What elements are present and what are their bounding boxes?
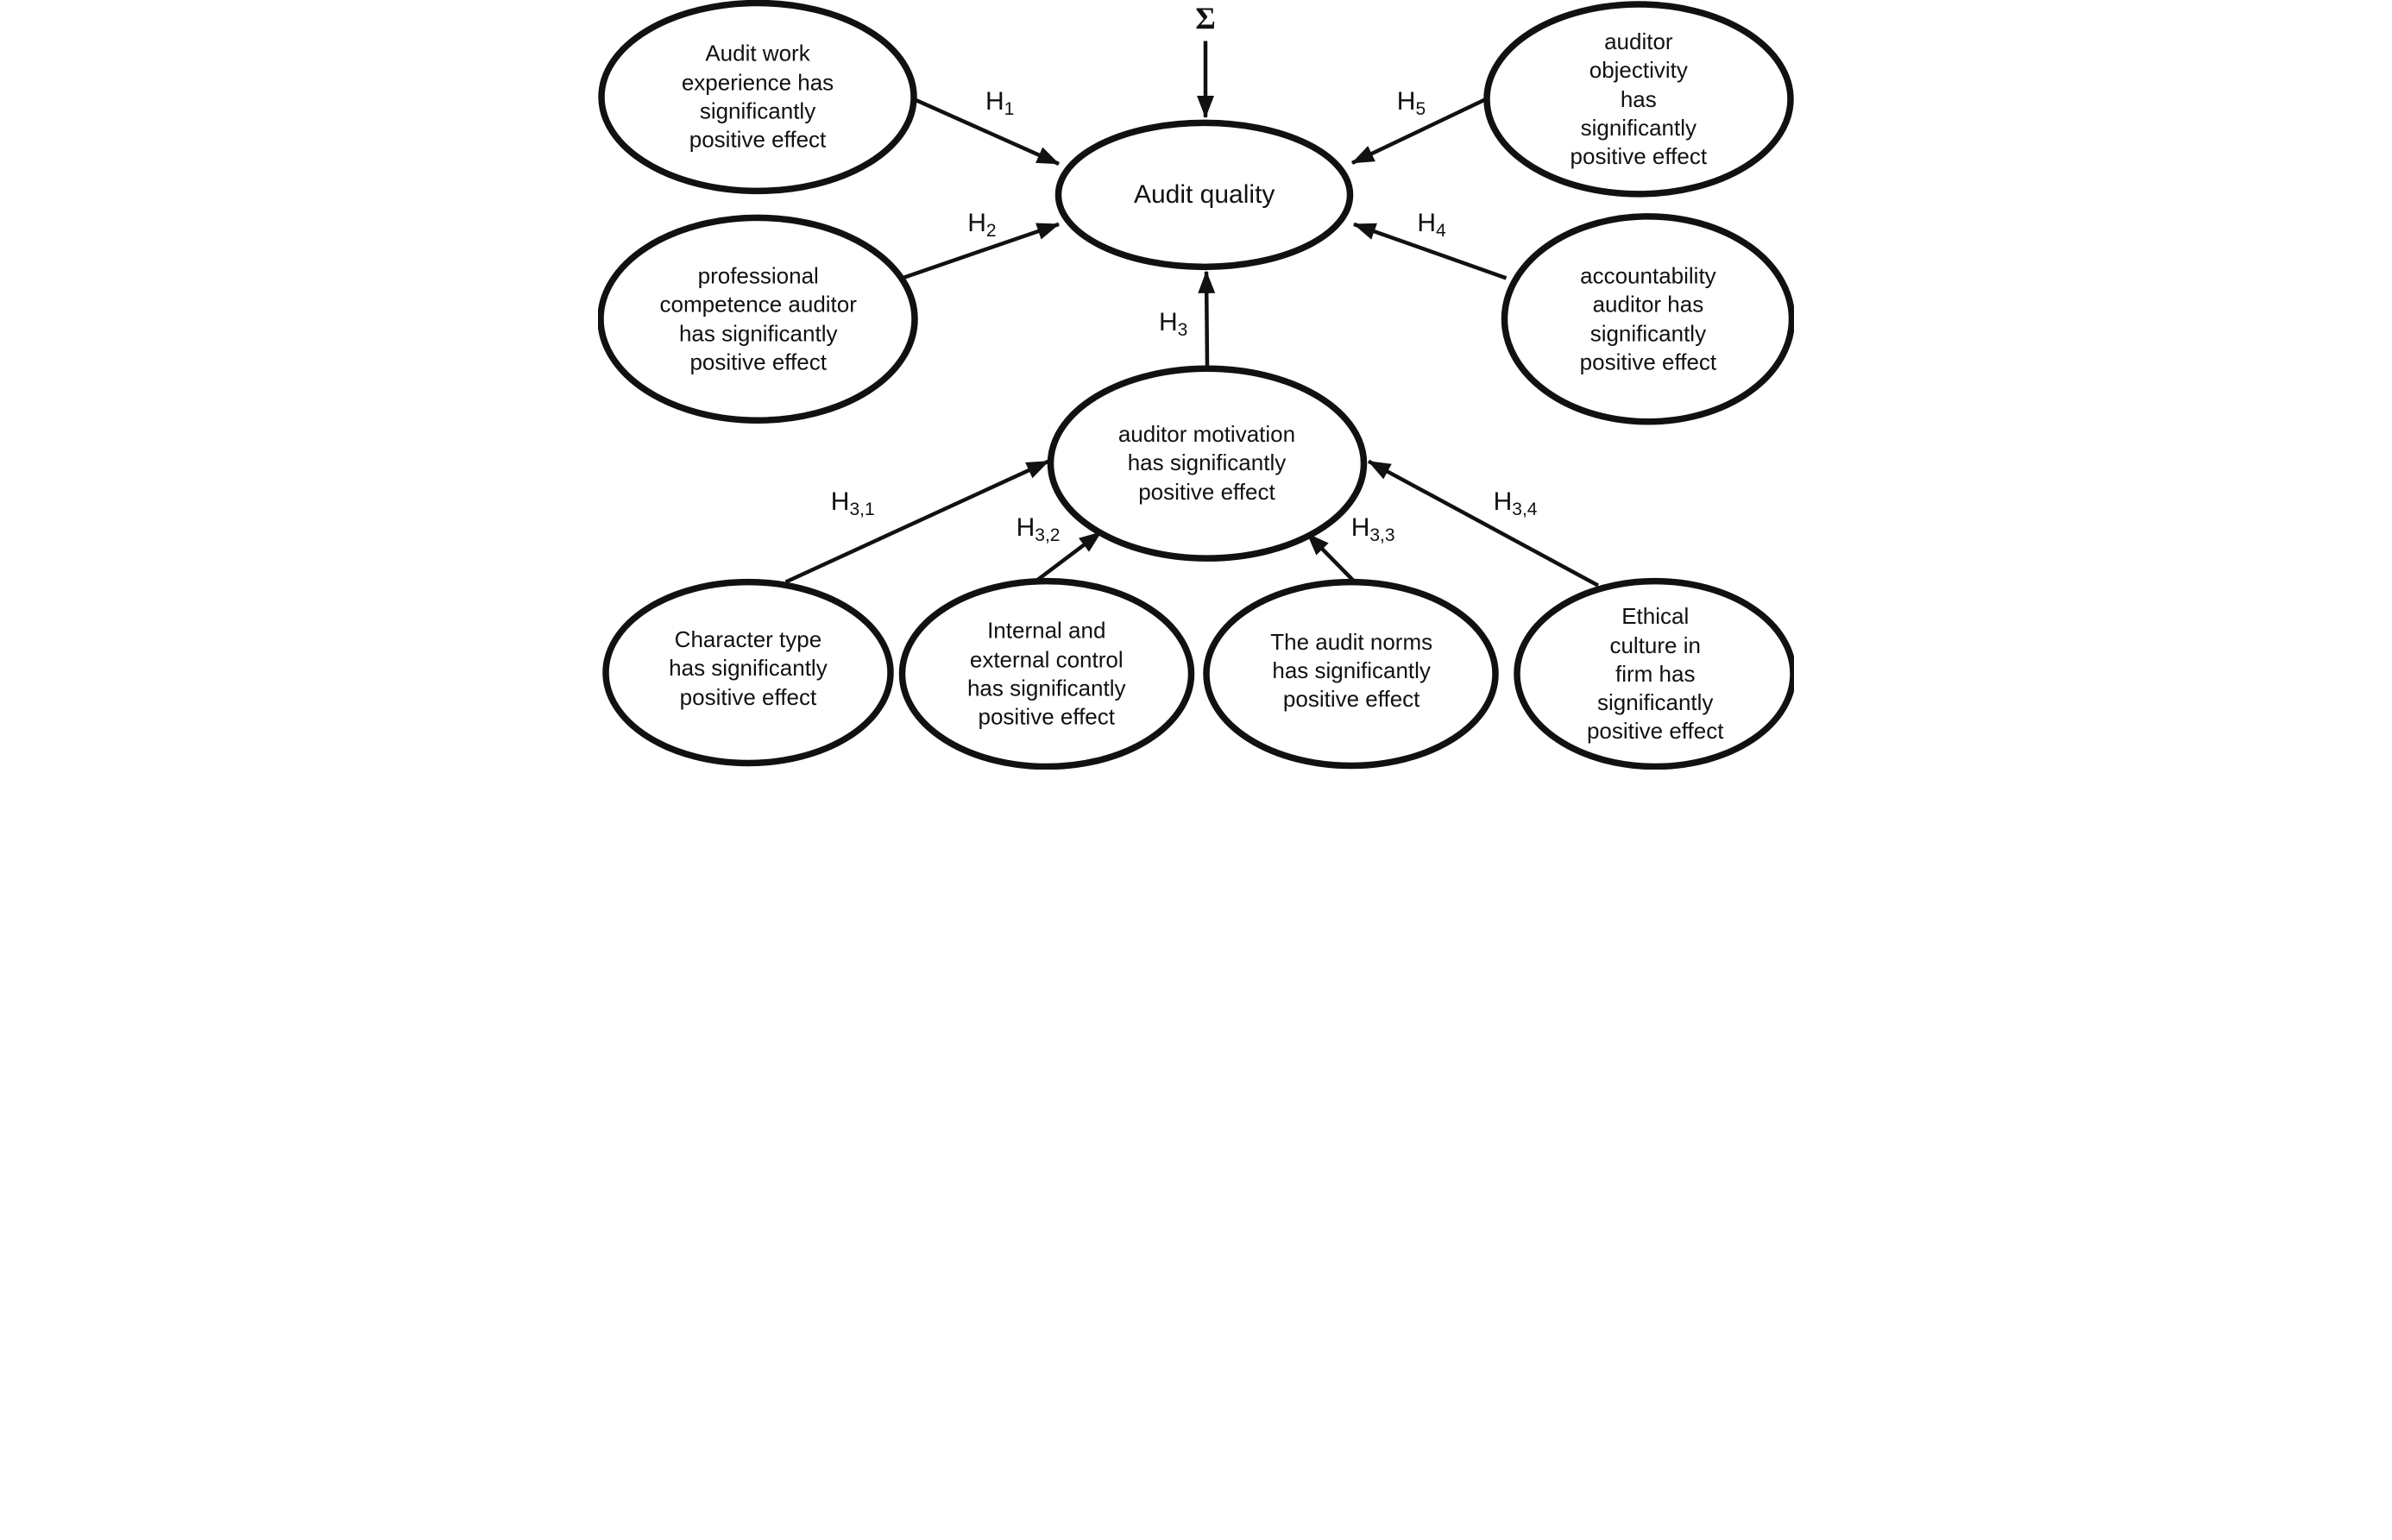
h3-3-sub: 3,3: [1369, 525, 1395, 545]
hypothesis-label-h3: H3: [1159, 308, 1187, 341]
ellipse-professional-competence: [598, 214, 918, 424]
ellipse-ethical-culture: [1514, 577, 1794, 770]
h3-1-sub: 3,1: [849, 500, 875, 520]
h3-4-sub: 3,4: [1512, 500, 1538, 520]
h5-main: H: [1396, 86, 1416, 116]
arrow-h3-2: [1033, 530, 1103, 584]
diagram-shapes: [598, 0, 1794, 770]
h1-main: H: [985, 86, 1004, 116]
node-label-professional-competence: professional competence auditor has sign…: [659, 262, 857, 375]
ellipse-audit-quality: [1054, 119, 1354, 271]
ellipse-audit-work-experience: [598, 0, 917, 195]
node-label-auditor-objectivity: auditor objectivity has significantly po…: [1570, 28, 1708, 169]
arrow-h3-4: [1367, 459, 1600, 588]
hypothesis-label-h3-4: H3,4: [1494, 487, 1538, 520]
h3-main: H: [1158, 307, 1178, 336]
ellipse-accountability-auditor: [1501, 213, 1794, 425]
ellipse-audit-norms: [1203, 578, 1499, 770]
h3-4-main: H: [1493, 487, 1513, 517]
ellipse-internal-external-control: [898, 577, 1195, 770]
sigma-symbol: Σ: [1195, 1, 1216, 36]
node-label-accountability-auditor: accountability auditor has significantly…: [1579, 262, 1717, 375]
hypothesis-label-h5: H5: [1397, 87, 1426, 120]
node-label-character-type: Character type has significantly positiv…: [669, 626, 828, 710]
arrow-h3: [1198, 270, 1216, 368]
arrow-h3-3: [1306, 532, 1356, 583]
h4-main: H: [1417, 209, 1437, 238]
hypothesis-label-h4: H4: [1417, 209, 1445, 242]
node-label-audit-norms: The audit norms has significantly positi…: [1270, 628, 1433, 713]
h3-3-main: H: [1350, 512, 1370, 542]
h2-sub: 2: [985, 221, 997, 242]
h2-main: H: [967, 209, 986, 238]
h3-2-sub: 3,2: [1035, 525, 1061, 545]
h4-sub: 4: [1436, 221, 1446, 242]
arrow-h5: [1351, 97, 1487, 165]
hypothesis-label-h2: H2: [967, 209, 996, 242]
hypothesis-model-diagram: Σ Audit quality Audit work experience ha…: [598, 0, 1794, 770]
hypothesis-label-h3-3: H3,3: [1351, 513, 1395, 546]
arrow-h4: [1353, 222, 1508, 280]
hypothesis-label-h3-2: H3,2: [1017, 513, 1061, 546]
node-label-audit-quality: Audit quality: [1133, 179, 1275, 209]
hypothesis-label-h1: H1: [985, 87, 1014, 120]
ellipse-character-type: [602, 578, 894, 767]
node-label-auditor-motivation: auditor motivation has significantly pos…: [1117, 421, 1296, 505]
node-label-audit-work-experience: Audit work experience has significantly …: [681, 40, 834, 153]
arrow-h3-1: [784, 459, 1049, 584]
hypothesis-label-h3-1: H3,1: [831, 487, 875, 520]
arrow-h2: [901, 222, 1060, 280]
h5-sub: 5: [1415, 98, 1426, 119]
h3-sub: 3: [1177, 319, 1188, 340]
ellipse-auditor-objectivity: [1483, 1, 1794, 198]
h3-1-main: H: [830, 487, 850, 517]
arrow-h1: [913, 97, 1060, 166]
h1-sub: 1: [1004, 98, 1015, 119]
ellipse-auditor-motivation: [1047, 365, 1368, 562]
node-label-internal-external-control: Internal and external control has signif…: [966, 617, 1126, 730]
h3-2-main: H: [1016, 512, 1035, 542]
node-label-ethical-culture: Ethical culture in firm has significantl…: [1586, 603, 1724, 745]
